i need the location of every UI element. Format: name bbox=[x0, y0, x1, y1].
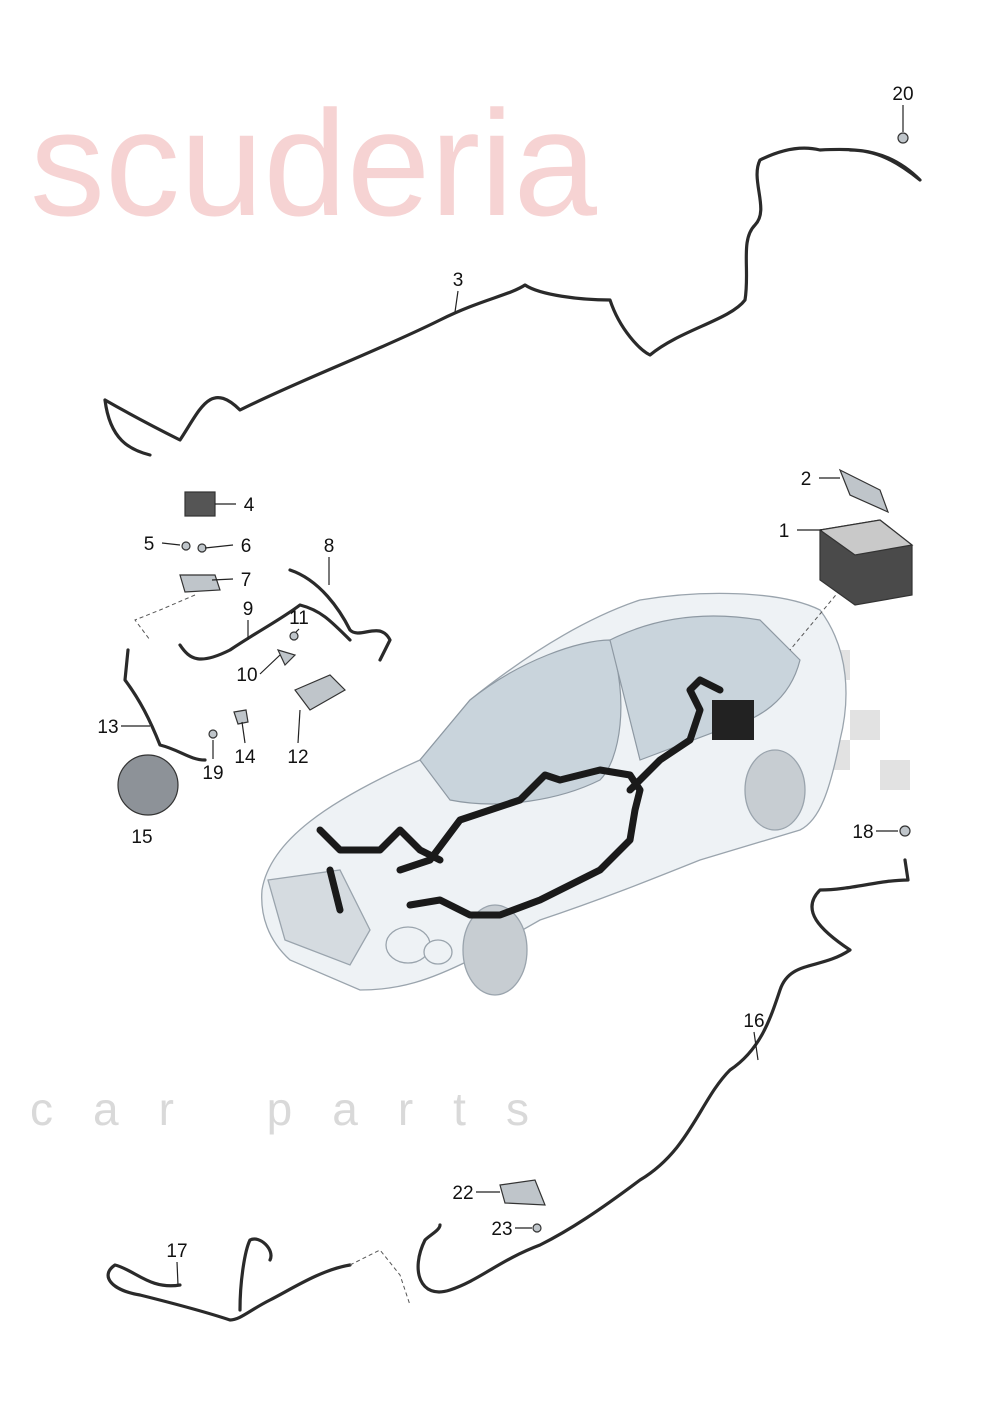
nut-19 bbox=[208, 729, 218, 739]
alternator bbox=[117, 754, 179, 816]
callout-22: 22 bbox=[452, 1183, 473, 1204]
battery bbox=[818, 519, 914, 606]
leader-line-16 bbox=[753, 1031, 759, 1061]
bracket-22 bbox=[499, 1179, 546, 1206]
harness-main bbox=[316, 676, 754, 919]
bolt-23 bbox=[532, 1223, 542, 1233]
watermark-brand: scuderia bbox=[30, 79, 598, 247]
callout-7: 7 bbox=[241, 570, 252, 591]
callout-15: 15 bbox=[131, 827, 152, 848]
nut-11 bbox=[289, 631, 299, 641]
bolt-5 bbox=[181, 541, 191, 551]
harness-3 bbox=[103, 146, 922, 457]
parts bbox=[117, 132, 914, 1233]
bracket-7 bbox=[179, 574, 221, 593]
watermark-sub: car parts bbox=[30, 1083, 569, 1135]
control-unit bbox=[712, 700, 754, 740]
callout-4: 4 bbox=[244, 495, 255, 516]
callout-16: 16 bbox=[743, 1011, 764, 1032]
callout-11: 11 bbox=[289, 608, 309, 629]
leader-line-17 bbox=[176, 1261, 179, 1286]
nut-20 bbox=[897, 132, 909, 144]
callout-20: 20 bbox=[892, 84, 913, 105]
callout-9: 9 bbox=[243, 599, 254, 620]
callout-5: 5 bbox=[144, 534, 155, 555]
leader-line-6 bbox=[204, 544, 234, 549]
callout-13: 13 bbox=[97, 717, 118, 738]
callout-8: 8 bbox=[324, 536, 335, 557]
harness-17 bbox=[106, 1237, 411, 1322]
callout-10: 10 bbox=[236, 665, 257, 686]
callout-23: 23 bbox=[491, 1219, 512, 1240]
battery-bracket bbox=[838, 468, 890, 514]
callout-18: 18 bbox=[852, 822, 873, 843]
callout-19: 19 bbox=[202, 763, 223, 784]
callout-6: 6 bbox=[241, 536, 252, 557]
clip-14 bbox=[233, 709, 249, 725]
harness-16 bbox=[416, 858, 910, 1294]
clip-10 bbox=[276, 649, 297, 667]
leader-line-5 bbox=[161, 542, 181, 546]
callout-14: 14 bbox=[234, 747, 256, 768]
leader-line-11 bbox=[295, 628, 300, 633]
nut-6 bbox=[197, 543, 207, 553]
callout-12: 12 bbox=[287, 747, 308, 768]
car-body bbox=[261, 592, 847, 996]
leader-line-3 bbox=[454, 290, 459, 313]
callout-17: 17 bbox=[166, 1241, 187, 1262]
callout-2: 2 bbox=[801, 469, 812, 490]
leader-line-12 bbox=[297, 709, 301, 744]
callout-1: 1 bbox=[779, 521, 790, 542]
fuse-box bbox=[184, 491, 216, 517]
nut-18 bbox=[899, 825, 911, 837]
leader-line-10 bbox=[259, 654, 281, 675]
callout-3: 3 bbox=[453, 270, 464, 291]
starter-motor bbox=[294, 674, 346, 711]
small-harnesses bbox=[123, 568, 841, 762]
leader-line-7 bbox=[211, 578, 234, 581]
leader-line-14 bbox=[241, 721, 246, 744]
